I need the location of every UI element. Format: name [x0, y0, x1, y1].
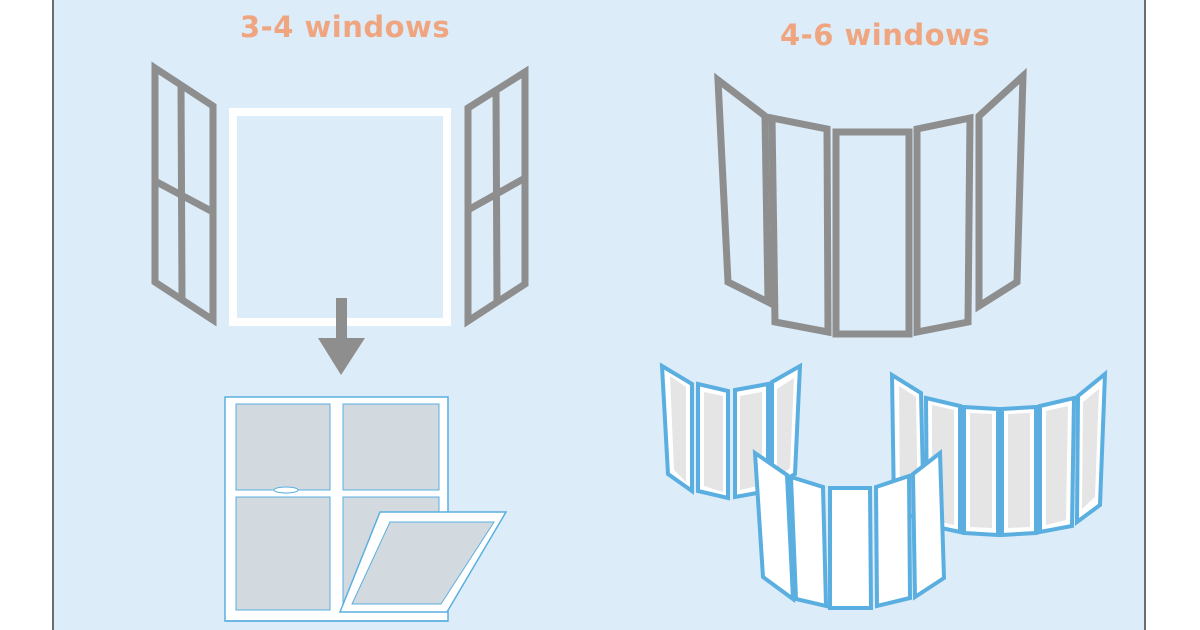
- center-window-frame: [229, 108, 451, 326]
- bow-window-blue-right: [889, 369, 1108, 538]
- bow-window-blue-front: [752, 449, 947, 610]
- sash-window: [224, 396, 508, 622]
- heading-3-4-windows: 3-4 windows: [240, 10, 451, 44]
- bay-pane-4: [913, 113, 974, 337]
- bay-pane-3: [832, 128, 913, 338]
- bay-pane-5: [975, 67, 1027, 313]
- down-arrow: [318, 298, 365, 375]
- bay-pane-2: [768, 113, 832, 337]
- heading-4-6-windows: 4-6 windows: [780, 18, 991, 52]
- bay-pane-1: [714, 72, 772, 308]
- casement-window-illustration: [151, 61, 529, 622]
- left-shutter: [151, 61, 217, 327]
- right-shutter: [464, 65, 529, 328]
- bay-window-illustration: [714, 67, 1027, 338]
